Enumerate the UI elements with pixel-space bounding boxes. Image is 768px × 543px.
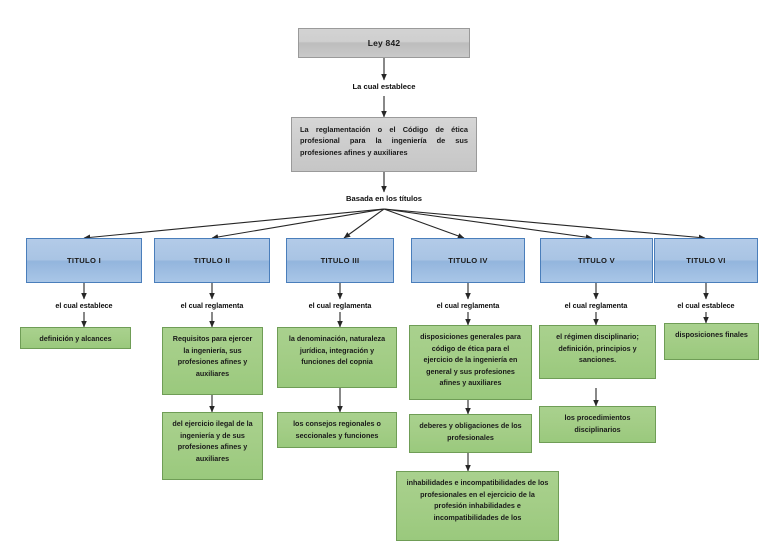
node-titulo-1-leaf-1[interactable]: definición y alcances <box>20 327 131 349</box>
node-titulo-4-label: TITULO IV <box>448 256 488 265</box>
connector-label-titulo-5: el cual reglamenta <box>564 301 628 310</box>
connector-label-titulo-4: el cual reglamenta <box>436 301 500 310</box>
connector-label-la-cual-establece: La cual establece <box>352 82 416 91</box>
node-titulo-6-leaf-1-label: disposiciones finales <box>675 330 748 339</box>
node-titulo-5-leaf-1-label: el régimen disciplinario; definición, pr… <box>556 332 639 365</box>
node-titulo-2-label: TITULO II <box>193 256 231 265</box>
connector-label-titulo-2: el cual reglamenta <box>180 301 244 310</box>
connector-label-basada-en-los-titulos: Basada en los títulos <box>346 194 422 203</box>
node-titulo-1[interactable]: TITULO I <box>26 238 142 283</box>
node-titulo-2-leaf-1-label: Requisitos para ejercer la ingeniería, s… <box>172 334 253 378</box>
node-titulo-6-leaf-1[interactable]: disposiciones finales <box>664 323 759 360</box>
node-titulo-2-leaf-1[interactable]: Requisitos para ejercer la ingeniería, s… <box>162 327 263 395</box>
node-titulo-2-leaf-2-label: del ejercicio ilegal de la ingeniería y … <box>172 419 253 463</box>
node-titulo-4-leaf-1-label: disposiciones generales para código de é… <box>420 332 521 388</box>
node-titulo-5-leaf-2-label: los procedimientos disciplinarios <box>564 413 631 434</box>
node-titulo-5-label: TITULO V <box>578 256 615 265</box>
node-titulo-4-leaf-2[interactable]: deberes y obligaciones de los profesiona… <box>409 414 532 453</box>
node-titulo-1-leaf-1-label: definición y alcances <box>39 334 112 343</box>
node-titulo-3-leaf-2-label: los consejos regionales o seccionales y … <box>293 419 381 440</box>
node-titulo-5-leaf-1[interactable]: el régimen disciplinario; definición, pr… <box>539 325 656 379</box>
node-titulo-5-leaf-2[interactable]: los procedimientos disciplinarios <box>539 406 656 443</box>
node-titulo-4-leaf-2-label: deberes y obligaciones de los profesiona… <box>419 421 522 442</box>
node-reglamentacion-label: La reglamentación o el Código de ética p… <box>300 125 468 157</box>
node-titulo-5[interactable]: TITULO V <box>540 238 653 283</box>
node-titulo-6-label: TITULO VI <box>686 256 726 265</box>
node-titulo-3-leaf-1[interactable]: la denominación, naturaleza jurídica, in… <box>277 327 397 388</box>
node-root-ley-842[interactable]: Ley 842 <box>298 28 470 58</box>
node-root-label: Ley 842 <box>367 38 401 48</box>
connector-label-titulo-3: el cual reglamenta <box>308 301 372 310</box>
node-titulo-3-label: TITULO III <box>320 256 360 265</box>
node-titulo-2[interactable]: TITULO II <box>154 238 270 283</box>
node-titulo-3-leaf-2[interactable]: los consejos regionales o seccionales y … <box>277 412 397 448</box>
node-titulo-3-leaf-1-label: la denominación, naturaleza jurídica, in… <box>288 334 386 367</box>
node-titulo-6[interactable]: TITULO VI <box>654 238 758 283</box>
node-titulo-2-leaf-2[interactable]: del ejercicio ilegal de la ingeniería y … <box>162 412 263 480</box>
node-titulo-4-leaf-3-label: inhabilidades e incompatibilidades de lo… <box>406 478 549 522</box>
node-titulo-4-leaf-1[interactable]: disposiciones generales para código de é… <box>409 325 532 400</box>
node-reglamentacion[interactable]: La reglamentación o el Código de ética p… <box>291 117 477 172</box>
connector-label-titulo-1: el cual establece <box>55 301 113 310</box>
node-titulo-3[interactable]: TITULO III <box>286 238 394 283</box>
node-titulo-1-label: TITULO I <box>66 256 102 265</box>
node-titulo-4[interactable]: TITULO IV <box>411 238 525 283</box>
connector-label-titulo-6: el cual establece <box>677 301 735 310</box>
node-titulo-4-leaf-3[interactable]: inhabilidades e incompatibilidades de lo… <box>396 471 559 541</box>
